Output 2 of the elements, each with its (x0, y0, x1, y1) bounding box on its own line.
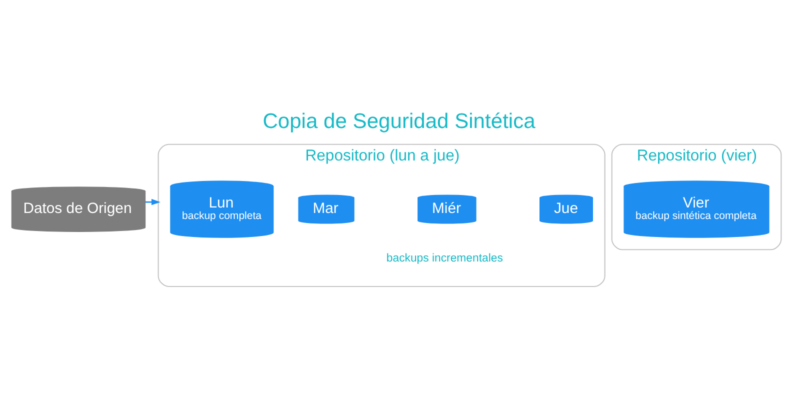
diagram-title: Copia de Seguridad Sintética (262, 109, 536, 132)
label: backups incrementales (386, 252, 503, 264)
